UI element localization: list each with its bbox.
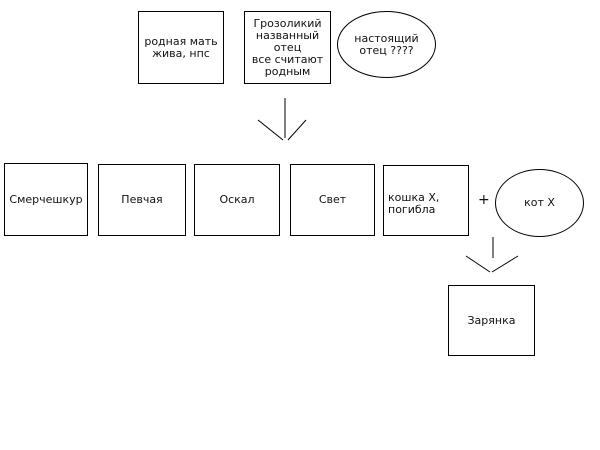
mate-label: кот Х bbox=[524, 196, 555, 209]
child-label: Оскал bbox=[219, 193, 255, 206]
plus-sign: + bbox=[478, 192, 490, 208]
child-box-pevchaya: Певчая bbox=[98, 164, 186, 236]
child-box-svet: Свет bbox=[290, 164, 375, 236]
child-box-oskal: Оскал bbox=[194, 164, 280, 236]
real-father-label: настоящий отец ???? bbox=[354, 31, 419, 57]
mother-label: родная мать жива, нпс bbox=[144, 34, 218, 60]
child-label: Певчая bbox=[121, 193, 163, 206]
child-box-cat-x: кошка Х, погибла bbox=[383, 165, 469, 236]
child-label: Свет bbox=[318, 193, 347, 206]
offspring-arrow-right-head bbox=[491, 255, 519, 273]
mate-ellipse: кот Х bbox=[495, 169, 584, 237]
child-label: кошка Х, погибла bbox=[388, 191, 440, 216]
child-label: Смерчешкур bbox=[9, 192, 83, 206]
mother-box: родная мать жива, нпс bbox=[138, 11, 224, 84]
child-box-smercheshkur: Смерчешкур bbox=[4, 163, 88, 236]
offspring-label: Зарянка bbox=[467, 313, 516, 327]
named-father-label: Грозоликий названный отец все считают ро… bbox=[251, 16, 324, 78]
parents-arrow-left-head bbox=[257, 119, 284, 141]
real-father-ellipse: настоящий отец ???? bbox=[337, 11, 436, 78]
named-father-box: Грозоликий названный отец все считают ро… bbox=[244, 11, 331, 84]
parents-arrow-right-head bbox=[287, 119, 307, 141]
offspring-arrow-left-head bbox=[465, 255, 491, 273]
offspring-box: Зарянка bbox=[448, 285, 535, 356]
